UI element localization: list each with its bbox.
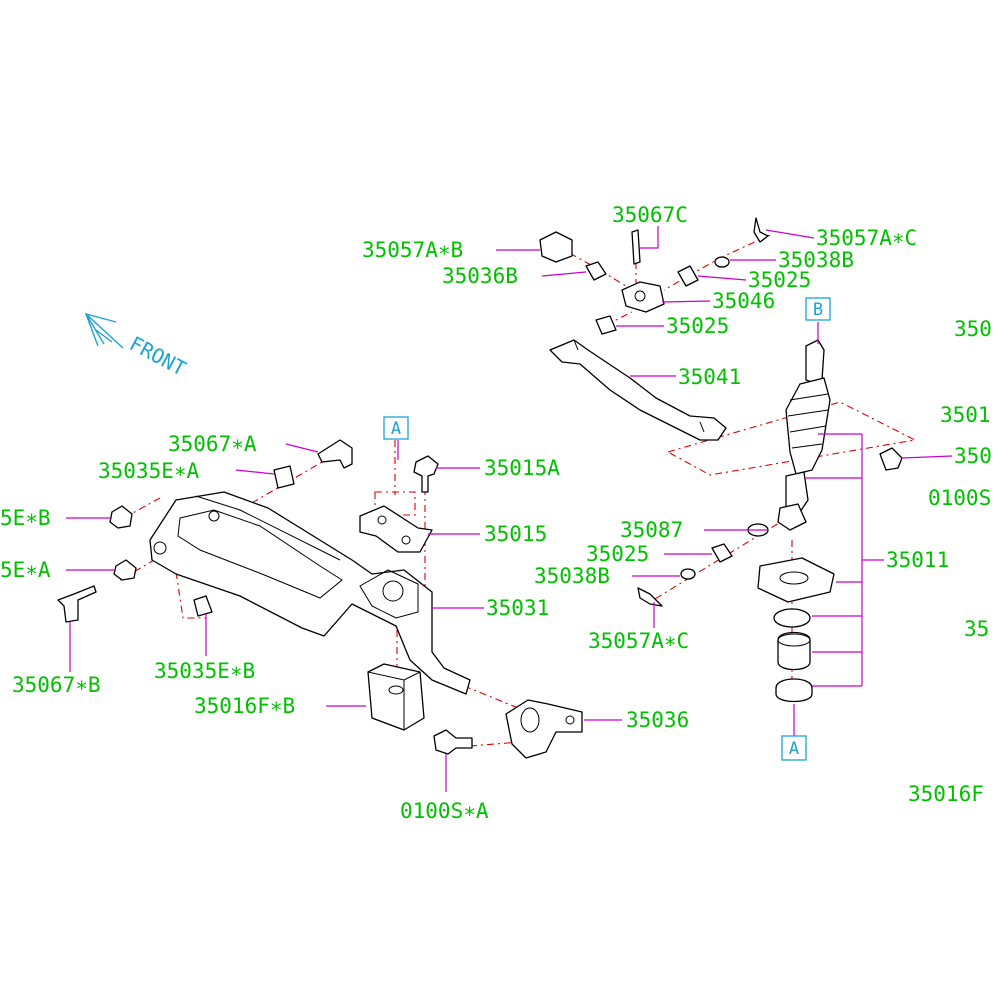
label-35057ab: 35057A∗B — [362, 238, 463, 262]
label-35035eb-low: 35035E∗B — [154, 659, 255, 683]
label-35035ea-left: 5E∗A — [0, 558, 51, 582]
washer-35036b-part — [585, 261, 607, 281]
reference-box-a-bottom: A — [781, 735, 807, 761]
joint-35046-part — [621, 281, 665, 313]
bolt-35015a-part — [413, 455, 439, 493]
crossmember-part — [149, 491, 471, 695]
bushing-35035eb-low-part — [193, 595, 213, 617]
nut-35035ea-left-part — [113, 559, 137, 581]
label-35016f-right: 35016F — [908, 782, 984, 806]
svg-text:B: B — [813, 300, 823, 320]
svg-text:A: A — [391, 419, 401, 439]
label-35015a: 35015A — [484, 456, 560, 480]
washer-35038b-low-part — [680, 568, 696, 580]
label-35035ea-top: 35035E∗A — [98, 459, 200, 483]
pin-35067a-part — [317, 439, 353, 469]
clip-35057ac-low-part — [637, 587, 663, 607]
mount-block-35016fb-part — [367, 663, 425, 731]
mount-plate-part — [757, 557, 835, 603]
bushing-35025-mid-part — [595, 315, 617, 335]
label-35025-low: 35025 — [586, 542, 649, 566]
label-35067c: 35067C — [612, 203, 688, 227]
label-35031: 35031 — [486, 596, 549, 620]
label-350-right-1: 350 — [954, 317, 992, 341]
front-label: FRONT — [126, 331, 190, 380]
label-350-right-3: 350 — [954, 444, 992, 468]
shift-rod-35041-part — [549, 339, 727, 441]
label-35035eb-left: 5E∗B — [0, 506, 51, 530]
bushing-35025-low-part — [711, 543, 733, 563]
label-35067b: 35067∗B — [12, 673, 101, 697]
label-35036b: 35036B — [442, 264, 518, 288]
label-3501-right-2: 3501 — [940, 403, 991, 427]
bracket-35036-part — [505, 699, 583, 759]
bolt-35067b-part — [57, 585, 97, 623]
bushing-35025-top-part — [677, 265, 699, 287]
bushing-cylinder-part — [777, 631, 811, 671]
label-35036: 35036 — [626, 708, 689, 732]
label-35025-mid: 35025 — [666, 314, 729, 338]
label-35046: 35046 — [712, 289, 775, 313]
label-35038b-low: 35038B — [534, 564, 610, 588]
seal-ring-part — [773, 608, 811, 628]
label-35038b-top: 35038B — [778, 248, 854, 272]
front-direction-arrow-icon — [84, 312, 124, 349]
label-35041: 35041 — [678, 365, 741, 389]
bushing-35035ea-top-part — [273, 465, 295, 489]
bracket-35015-part — [359, 505, 433, 553]
clip-35057ac-top-part — [753, 217, 769, 243]
label-35057ac-top: 35057A∗C — [816, 226, 917, 250]
label-35015: 35015 — [484, 522, 547, 546]
bushing-35057ab-part — [539, 231, 573, 263]
svg-text:A: A — [789, 739, 799, 759]
bolt-0100sa-part — [433, 729, 473, 755]
label-35057ac-low: 35057A∗C — [588, 629, 689, 653]
nut-35035eb-left-part — [109, 505, 133, 529]
reference-box-b-top: B — [805, 297, 831, 321]
washer-35038b-top-part — [714, 256, 730, 268]
label-35016fb: 35016F∗B — [194, 694, 295, 718]
leader-lines — [66, 226, 953, 792]
shift-lever-35011-part — [777, 339, 831, 531]
label-0100s-right: 0100S — [928, 486, 991, 510]
bushing-right-part — [879, 447, 903, 471]
label-35011: 35011 — [886, 548, 949, 572]
pin-35067c-part — [631, 229, 641, 265]
label-0100sa: 0100S∗A — [400, 799, 489, 823]
reference-box-a-top: A — [383, 416, 409, 440]
cap-part — [775, 678, 813, 703]
label-35087: 35087 — [620, 518, 683, 542]
label-35-right-4: 35 — [964, 617, 989, 641]
label-35067a: 35067∗A — [168, 432, 257, 456]
label-35025-top: 35025 — [748, 268, 811, 292]
